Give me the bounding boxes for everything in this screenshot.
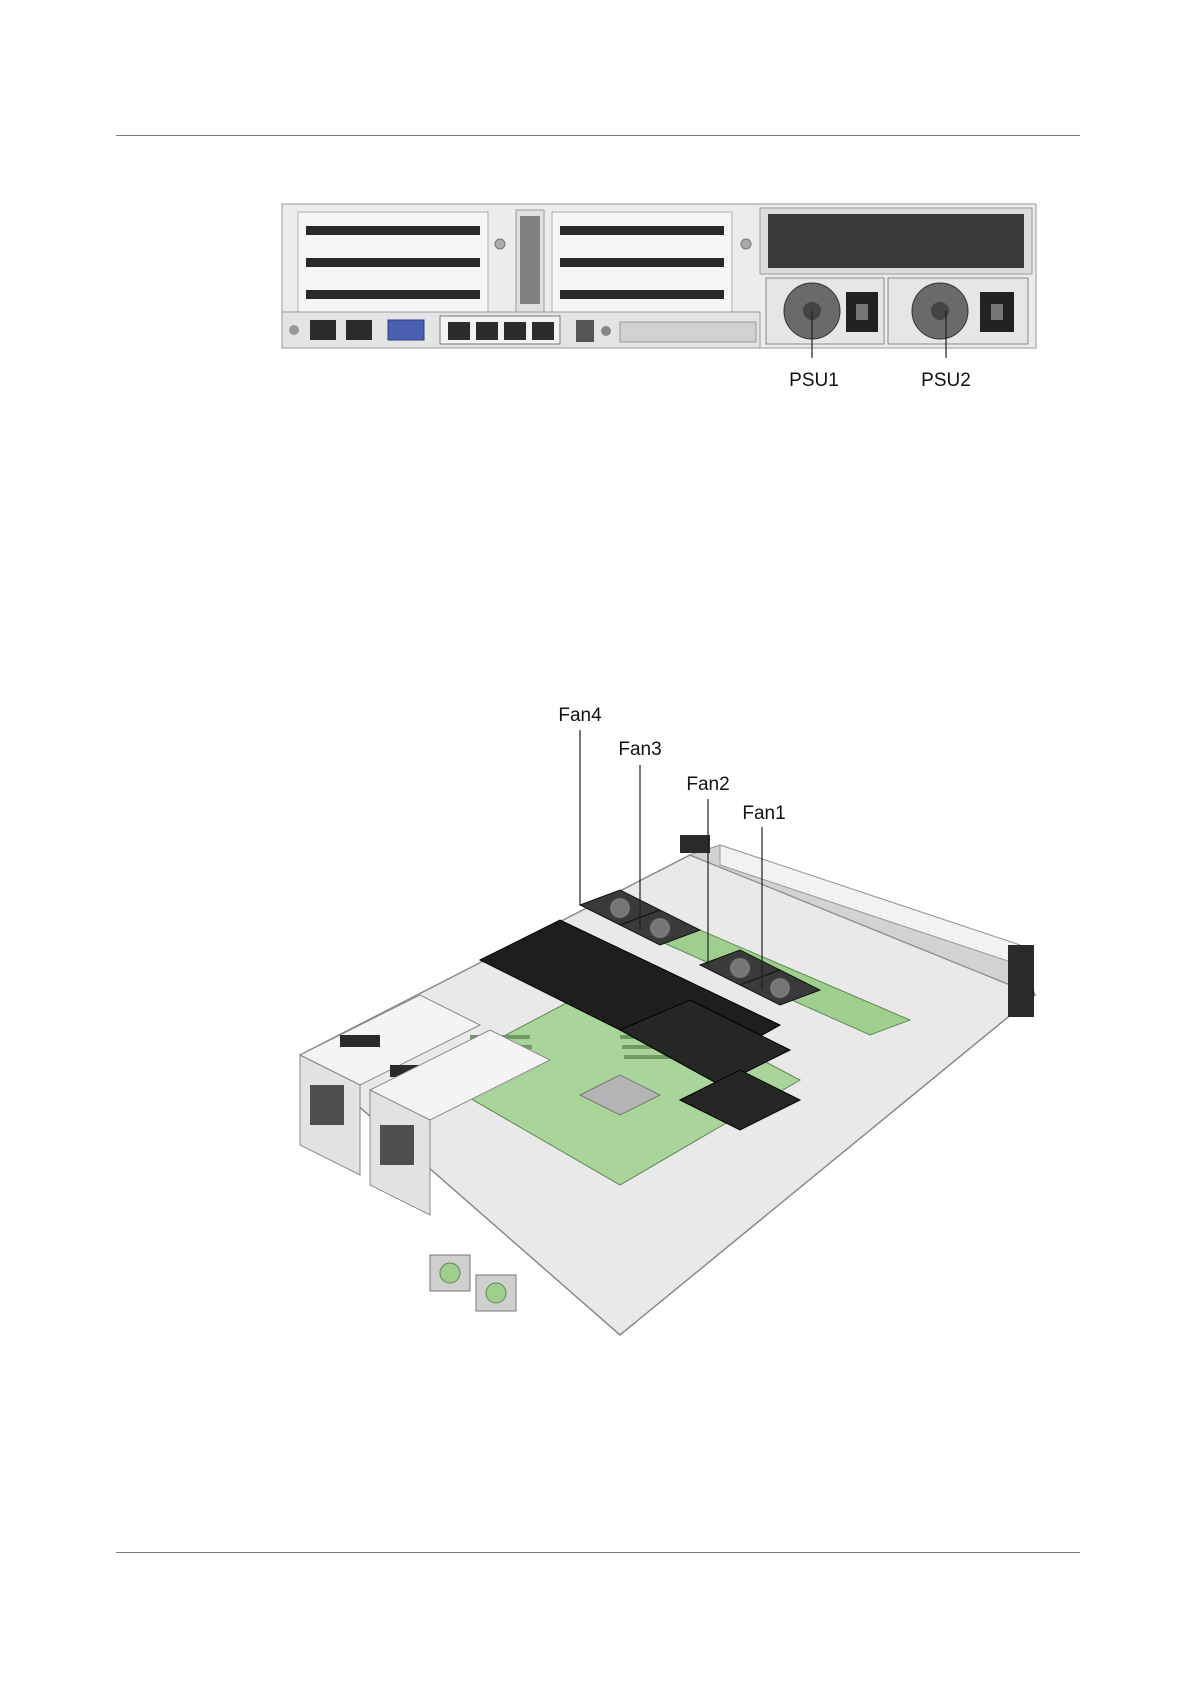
- fan2-callout: Fan2: [686, 774, 729, 795]
- rear-view-figure: PSU1 PSU2: [280, 200, 1040, 410]
- rear-panel-drawing: PSU1 PSU2: [280, 200, 1040, 410]
- internal-chassis-drawing: Fan4 Fan3 Fan2 Fan1: [280, 735, 1060, 1355]
- header-rule: [116, 135, 1080, 136]
- internal-view-figure: Fan4 Fan3 Fan2 Fan1: [280, 735, 1060, 1355]
- psu1-module: [766, 278, 884, 344]
- psu2-module: [888, 278, 1028, 344]
- fan3-callout: Fan3: [618, 739, 661, 760]
- psu1-callout: PSU1: [789, 370, 839, 391]
- psu2-callout: PSU2: [921, 370, 971, 391]
- footer-rule: [116, 1552, 1080, 1553]
- fan1-callout: Fan1: [742, 803, 785, 824]
- fan4-callout: Fan4: [558, 705, 602, 726]
